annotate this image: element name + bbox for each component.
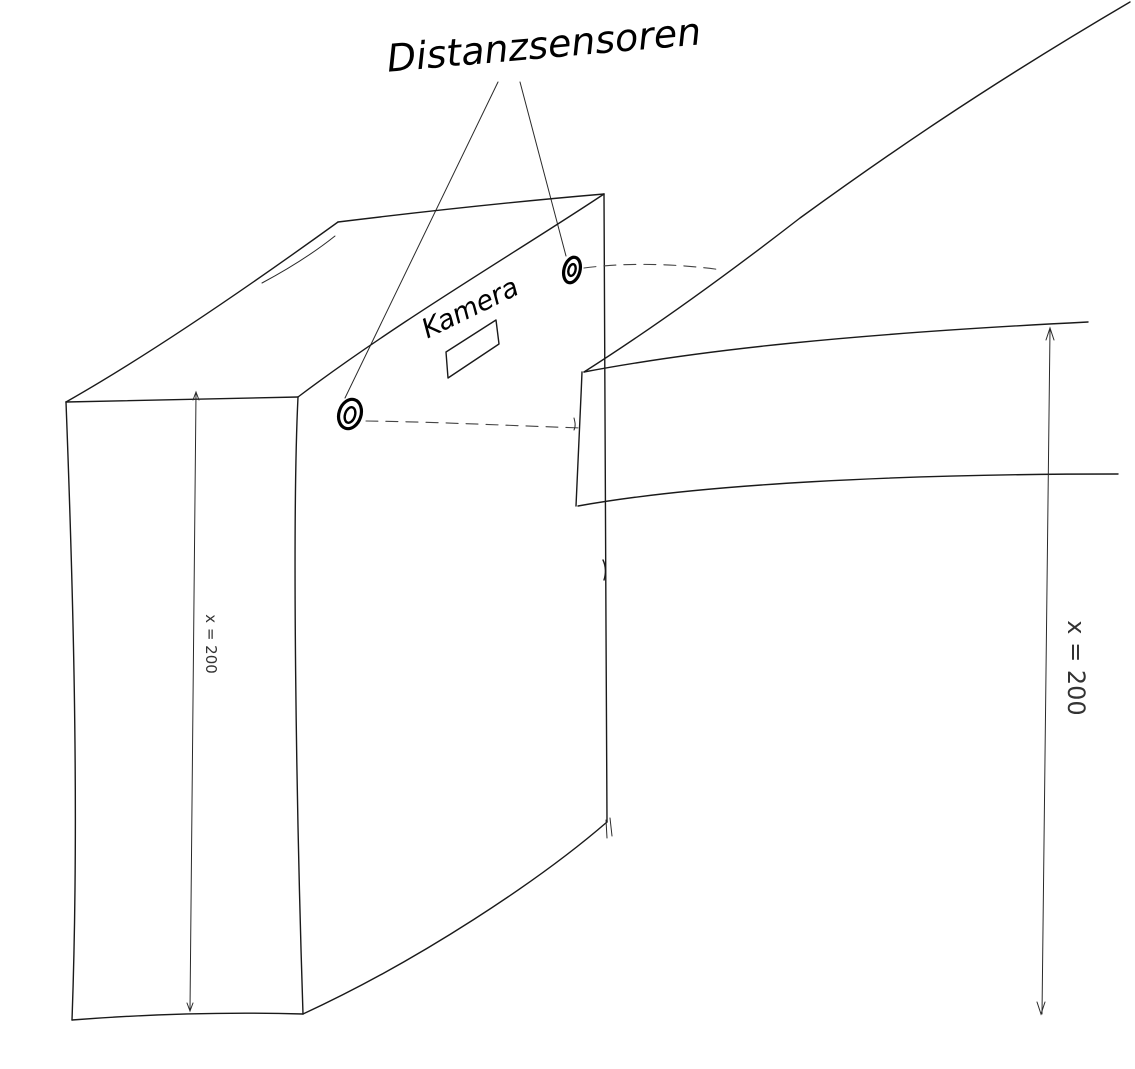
sensors-title: Distanzsensoren — [385, 9, 703, 80]
box-left-face — [66, 397, 303, 1020]
camera: Kamera — [417, 272, 524, 378]
wall-obstacle — [574, 2, 1130, 506]
distance-sensor-lower — [335, 396, 365, 431]
box-top-face — [66, 194, 604, 402]
camera-label: Kamera — [417, 272, 524, 345]
sensor-beams — [366, 264, 722, 428]
dimension-right-label: x = 200 — [1062, 620, 1090, 715]
dimension-left: x = 200 — [187, 392, 220, 1011]
distance-sensor-upper — [561, 255, 583, 284]
dimension-left-label: x = 200 — [202, 614, 220, 674]
dimension-right: x = 200 — [1037, 328, 1090, 1014]
